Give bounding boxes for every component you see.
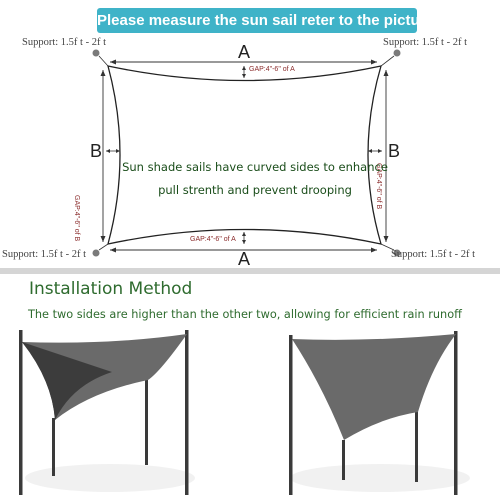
label-a-top: A	[238, 42, 251, 62]
corner-post-bottom-right	[393, 249, 401, 257]
pole-left-1	[19, 330, 23, 495]
corner-post-top-left	[92, 49, 100, 57]
pole-right-3	[454, 331, 458, 495]
sail-illustration-left	[19, 330, 195, 495]
note-line-2: pull strenth and prevent drooping	[158, 183, 352, 197]
sail-measure-diagram	[92, 49, 401, 257]
title-banner: Please measure the sun sail reter to the…	[97, 8, 434, 33]
connector-bottom-left	[98, 243, 109, 251]
support-label-bottom-left: Support: 1.5f t - 2f t	[2, 249, 86, 260]
connector-bottom-right	[380, 243, 395, 251]
sail-shadow-fold-left	[22, 342, 112, 420]
pole-left-2	[52, 418, 55, 476]
pole-left-4	[145, 365, 148, 465]
corner-post-top-right	[393, 49, 401, 57]
section-divider	[0, 268, 500, 274]
sail-illustration-right	[289, 331, 470, 495]
pole-right-2	[342, 440, 345, 480]
connector-top-left	[98, 55, 109, 67]
gap-label-top: GAP:4"-6" of A	[249, 66, 295, 73]
ground-shadow-left	[25, 464, 195, 492]
support-label-top-left: Support: 1.5f t - 2f t	[22, 37, 106, 48]
note-line-1: Sun shade sails have curved sides to enh…	[122, 160, 388, 174]
gap-label-bottom: GAP:4"-6" of A	[190, 236, 236, 243]
ground-shadow-right	[290, 464, 470, 492]
label-a-bottom: A	[238, 249, 251, 269]
corner-post-bottom-left	[92, 249, 100, 257]
support-label-top-right: Support: 1.5f t - 2f t	[383, 37, 467, 48]
label-b-left: B	[90, 141, 103, 161]
connector-top-right	[380, 55, 395, 67]
support-label-bottom-right: Support: 1.5f t - 2f t	[391, 249, 475, 260]
pole-right-1	[289, 335, 293, 495]
label-b-right: B	[388, 141, 401, 161]
installation-description: The two sides are higher than the other …	[28, 308, 462, 321]
pole-left-3	[185, 330, 189, 495]
sail-shade-right	[292, 334, 456, 440]
pole-right-4	[415, 412, 418, 482]
installation-title: Installation Method	[29, 279, 193, 299]
